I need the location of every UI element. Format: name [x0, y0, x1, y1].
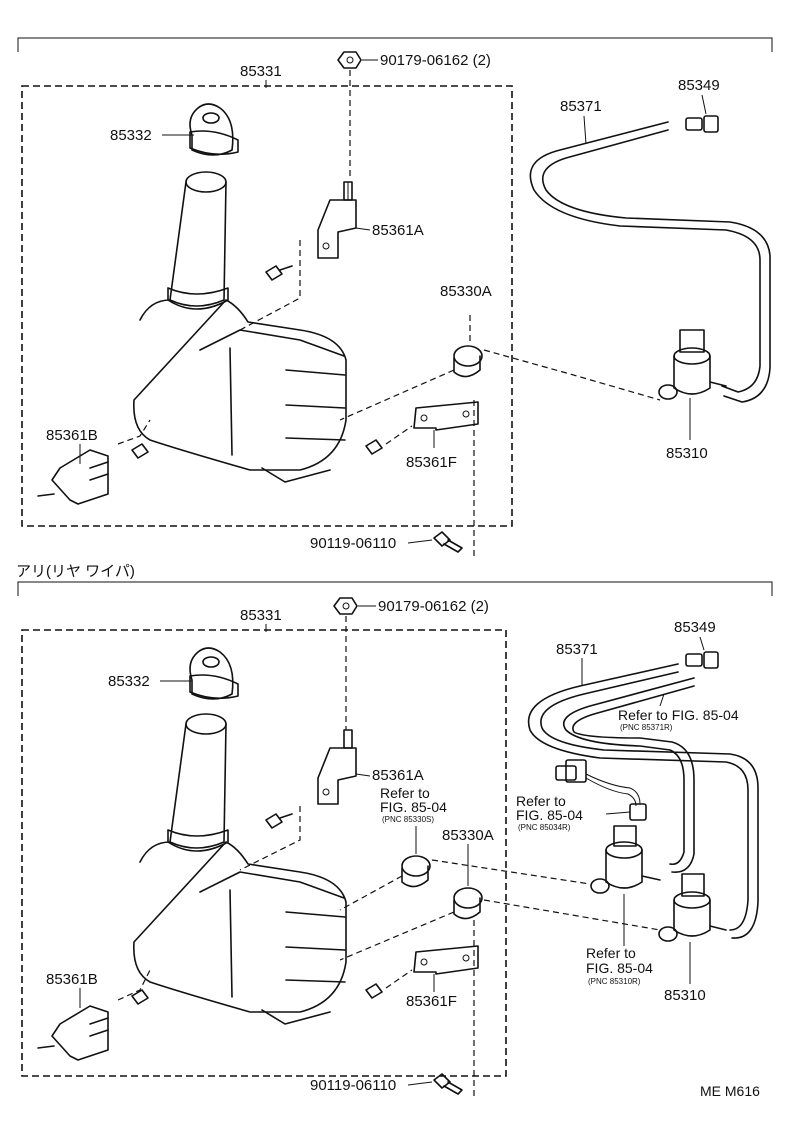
- bottom-label-joint: 85349: [674, 619, 716, 636]
- footer-code: ME M616: [700, 1083, 760, 1099]
- top-label-nut: 90179-06162 (2): [380, 52, 491, 69]
- washer-hose-icon: [529, 121, 771, 403]
- top-label-cap: 85332: [110, 127, 152, 144]
- cap-icon: [189, 103, 239, 156]
- pump-ref-line1: Refer to: [586, 945, 636, 961]
- grommet-icon: [453, 887, 483, 920]
- bottom-label-bracket-a: 85361A: [372, 767, 424, 784]
- top-label-pump: 85310: [666, 445, 708, 462]
- reservoir-tank-icon: [133, 171, 347, 483]
- grommet-ref-line2: FIG. 85-04: [380, 799, 447, 815]
- hose-joint-icon: [685, 651, 719, 669]
- bracket-b-icon: [37, 443, 149, 505]
- top-label-joint: 85349: [678, 77, 720, 94]
- bottom-assembly-box: [21, 629, 507, 1077]
- top-label-grommet: 85330A: [440, 283, 492, 300]
- bottom-label-hose: 85371: [556, 641, 598, 658]
- top-label-bracket-a: 85361A: [372, 222, 424, 239]
- bracket-b-icon: [37, 989, 149, 1061]
- bottom-bolt-icon: [433, 920, 475, 1098]
- bottom-bolt-icon: [433, 400, 475, 556]
- washer-pump-icon: [658, 873, 727, 942]
- bottom-label-nut: 90179-06162 (2): [378, 598, 489, 615]
- grommet-ref-pnc: (PNC 85330S): [382, 815, 434, 824]
- hose-ref-line1: Refer to FIG. 85-04: [618, 707, 739, 723]
- connector-icon: [555, 759, 647, 821]
- grommet-icon: [401, 855, 431, 888]
- bracket-f-icon: [365, 945, 479, 999]
- bottom-label-bracket-f: 85361F: [406, 993, 457, 1010]
- bottom-label-bracket-b: 85361B: [46, 971, 98, 988]
- harness-ref-line2: FIG. 85-04: [516, 807, 583, 823]
- bottom-label-cap: 85332: [108, 673, 150, 690]
- bottom-label-assembly: 85331: [240, 607, 282, 624]
- top-label-bracket-b: 85361B: [46, 427, 98, 444]
- bracket-a-icon: [317, 181, 357, 259]
- cap-icon: [189, 647, 239, 700]
- bottom-label-grommet: 85330A: [442, 827, 494, 844]
- washer-pump-front-icon: [590, 825, 661, 894]
- bracket-f-icon: [365, 401, 479, 455]
- top-label-bolt: 90119-06110: [310, 535, 396, 552]
- bottom-label-bolt: 90119-06110: [310, 1077, 396, 1094]
- top-assembly-box: [21, 85, 513, 527]
- bolt-icon: [265, 813, 293, 829]
- top-label-assembly: 85331: [240, 63, 282, 80]
- bottom-frame: [17, 581, 773, 596]
- pump-ref-pnc: (PNC 85310R): [588, 977, 641, 986]
- bolt-icon: [265, 265, 293, 281]
- nut-icon: [337, 51, 362, 69]
- reservoir-tank-icon: [133, 713, 347, 1025]
- top-label-hose: 85371: [560, 98, 602, 115]
- grommet-ref-line1: Refer to: [380, 785, 430, 801]
- harness-ref-line1: Refer to: [516, 793, 566, 809]
- pump-ref-line2: FIG. 85-04: [586, 960, 653, 976]
- harness-ref-pnc: (PNC 85034R): [518, 823, 571, 832]
- top-label-bracket-f: 85361F: [406, 454, 457, 471]
- washer-hose-icon: [527, 663, 759, 939]
- grommet-icon: [453, 345, 483, 378]
- hose-joint-icon: [685, 115, 719, 133]
- top-section: [17, 37, 773, 556]
- hose-ref-pnc: (PNC 85371R): [620, 723, 673, 732]
- bottom-section: [17, 581, 773, 1098]
- bottom-label-pump: 85310: [664, 987, 706, 1004]
- bracket-a-icon: [317, 729, 357, 805]
- washer-pump-icon: [658, 329, 727, 400]
- top-frame: [17, 37, 773, 52]
- nut-icon: [333, 597, 358, 615]
- section-heading: アリ(リヤ ワイパ): [16, 563, 135, 580]
